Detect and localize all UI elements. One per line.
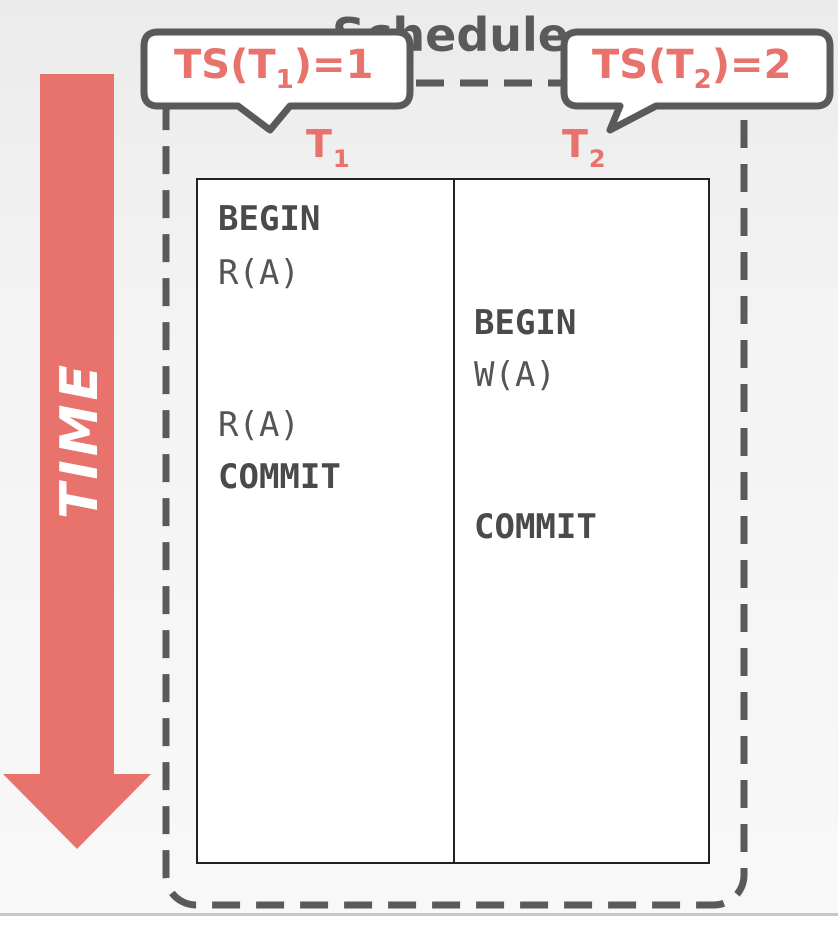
column-header-t1: T1 <box>306 122 350 173</box>
column-header-t2: T2 <box>562 122 606 173</box>
t1-read-a-second: R(A) <box>218 405 300 445</box>
t2-write-a: W(A) <box>474 355 556 395</box>
timestamp-label-t1: TS(T1)=1 <box>174 42 374 95</box>
bottom-band <box>0 916 838 930</box>
t2-commit: COMMIT <box>474 507 597 547</box>
column-divider <box>453 180 455 862</box>
t1-begin: BEGIN <box>218 199 321 239</box>
t1-commit: COMMIT <box>218 457 341 497</box>
bottom-divider <box>0 913 838 916</box>
t2-begin: BEGIN <box>474 303 577 343</box>
timestamp-label-t2: TS(T2)=2 <box>592 42 792 95</box>
schedule-table: BEGIN R(A) R(A) COMMIT BEGIN W(A) COMMIT <box>196 178 710 864</box>
t1-read-a: R(A) <box>218 253 300 293</box>
